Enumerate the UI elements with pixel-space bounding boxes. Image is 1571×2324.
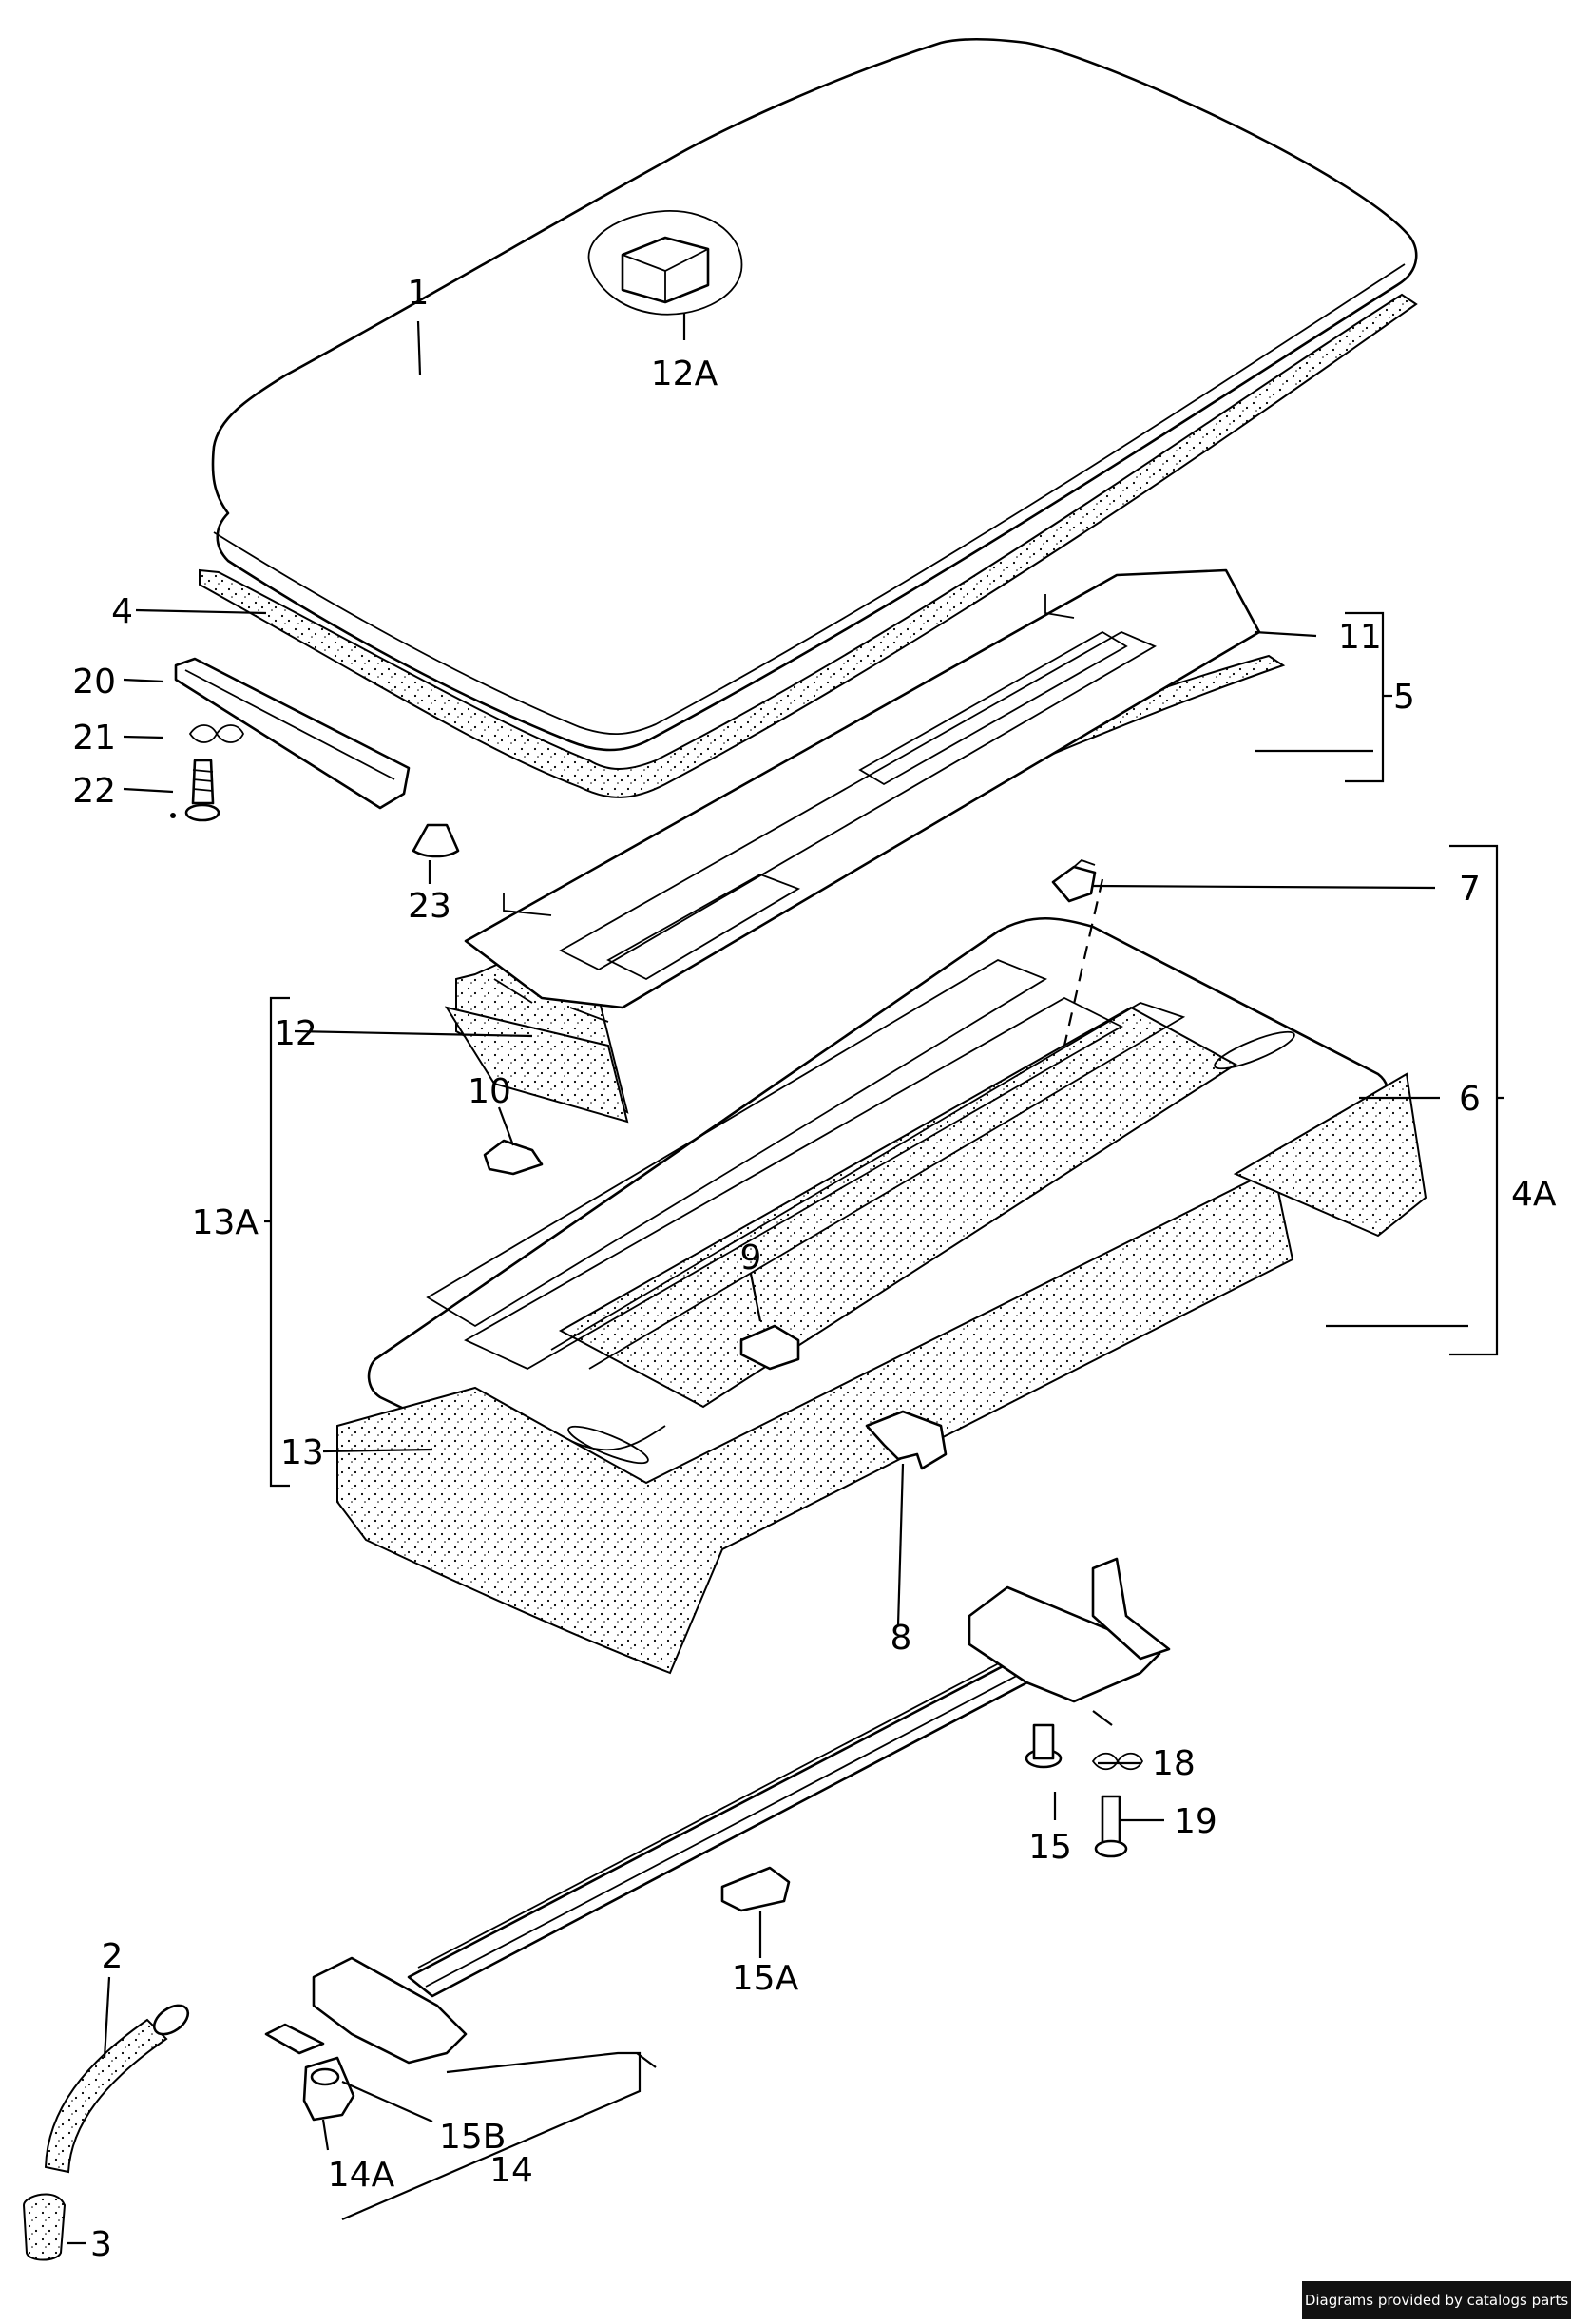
- callout-21: 21: [72, 719, 116, 758]
- callout-13A: 13A: [192, 1203, 259, 1242]
- callout-5: 5: [1393, 678, 1415, 717]
- callout-2: 2: [102, 1937, 124, 1976]
- callout-8: 8: [891, 1619, 912, 1658]
- drain-hose-part-2: [22, 2004, 190, 2261]
- hardware-parts-20-23: [170, 657, 460, 858]
- callout-18: 18: [1152, 1744, 1196, 1783]
- callout-19: 19: [1174, 1802, 1217, 1841]
- callout-20: 20: [72, 663, 116, 701]
- leader-lines: [67, 314, 1504, 2245]
- callout-22: 22: [72, 772, 116, 811]
- callout-7: 7: [1459, 870, 1481, 909]
- callout-12A: 12A: [651, 355, 718, 394]
- callout-15A: 15A: [732, 1959, 799, 1998]
- callout-6: 6: [1459, 1080, 1481, 1119]
- callout-12: 12: [274, 1014, 317, 1053]
- clip-part-7: [1051, 858, 1097, 903]
- callout-4: 4: [111, 592, 133, 631]
- callout-15B: 15B: [439, 2118, 507, 2157]
- callout-4A: 4A: [1511, 1175, 1557, 1214]
- guide-rails-part-14: [264, 1557, 1171, 2122]
- callout-14A: 14A: [328, 2156, 395, 2195]
- cassette-frame-part-6: [367, 917, 1389, 1522]
- callout-3: 3: [90, 2225, 112, 2264]
- callout-15: 15: [1028, 1828, 1072, 1867]
- callout-11: 11: [1338, 618, 1382, 657]
- callout-23: 23: [408, 887, 451, 926]
- callout-10: 10: [468, 1072, 511, 1111]
- callout-1: 1: [408, 274, 430, 313]
- source-credit-banner: Diagrams provided by catalogs parts: [1302, 2281, 1571, 2319]
- callout-14: 14: [489, 2151, 533, 2190]
- callout-labels: 1 12A 4 20 21 22 23 11 5 7 6 4A 12 10 13…: [72, 274, 1557, 2264]
- glass-panel-part-1: [199, 37, 1418, 798]
- clips-parts-8-9-10: [483, 1139, 948, 1470]
- callout-9: 9: [740, 1239, 762, 1277]
- callout-13: 13: [280, 1433, 324, 1472]
